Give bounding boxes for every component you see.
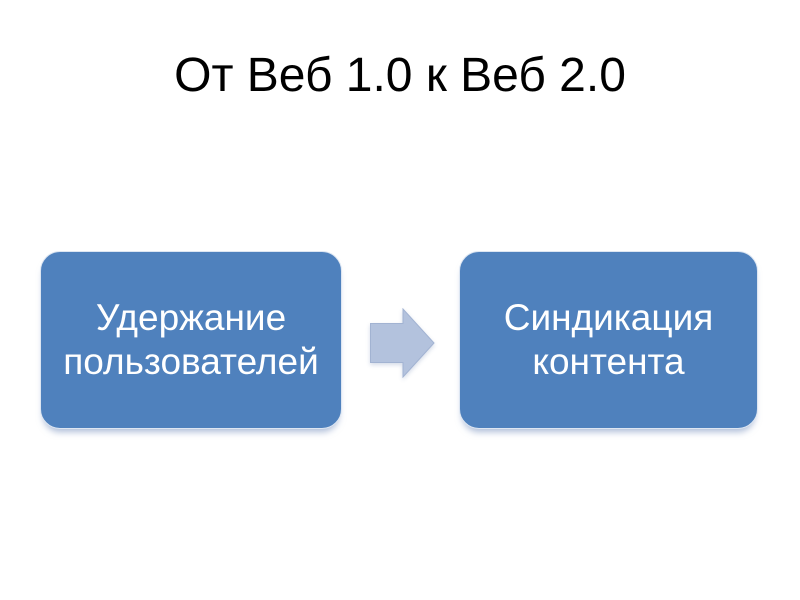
diagram-box-label: Синдикация контента: [503, 297, 714, 382]
diagram-box-content-syndication: Синдикация контента: [459, 251, 758, 429]
right-arrow-icon: [370, 307, 435, 379]
slide-title: От Веб 1.0 к Веб 2.0: [174, 49, 626, 102]
right-arrow-shape: [370, 307, 435, 379]
diagram-box-user-retention: Удержание пользователей: [40, 251, 342, 429]
diagram-box-label: Удержание пользователей: [63, 297, 319, 382]
